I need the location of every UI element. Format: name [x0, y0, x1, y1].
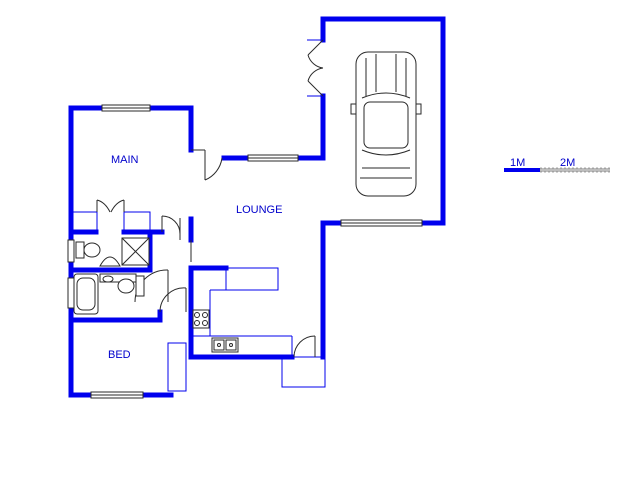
garage-door	[307, 39, 324, 97]
room-label-bed: BED	[108, 349, 131, 361]
window-bath-2	[67, 277, 75, 309]
toilet-icon-2	[117, 275, 145, 297]
cupboards	[72, 211, 326, 392]
ensuite-fixtures	[75, 237, 150, 267]
window-bath-1	[67, 239, 75, 263]
door-ensuite	[161, 215, 181, 240]
doors	[96, 149, 326, 360]
bath-icon	[73, 273, 99, 315]
stove-icon	[192, 309, 210, 329]
scale-segment-1	[504, 168, 540, 172]
bathroom-fixtures	[73, 273, 145, 315]
room-label-main: MAIN	[111, 154, 139, 166]
garage	[307, 16, 446, 360]
room-label-lounge: LOUNGE	[236, 204, 282, 216]
door-main	[191, 149, 223, 181]
garage-walls	[320, 16, 446, 360]
door-bathroom	[134, 269, 169, 303]
door-back	[293, 335, 326, 360]
kitchen-fixtures	[192, 309, 239, 353]
scale-bar: 1M 2M	[504, 157, 610, 173]
toilet-icon	[75, 241, 101, 259]
door-bed	[159, 287, 187, 313]
windows	[67, 104, 299, 399]
car-icon	[350, 51, 422, 197]
sink-icon	[211, 337, 239, 353]
basin-icon	[99, 256, 121, 267]
scale-segment-2	[540, 168, 610, 172]
door-robe	[96, 199, 125, 213]
scale-label-2m: 2M	[560, 157, 575, 169]
scale-label-1m: 1M	[510, 157, 525, 169]
